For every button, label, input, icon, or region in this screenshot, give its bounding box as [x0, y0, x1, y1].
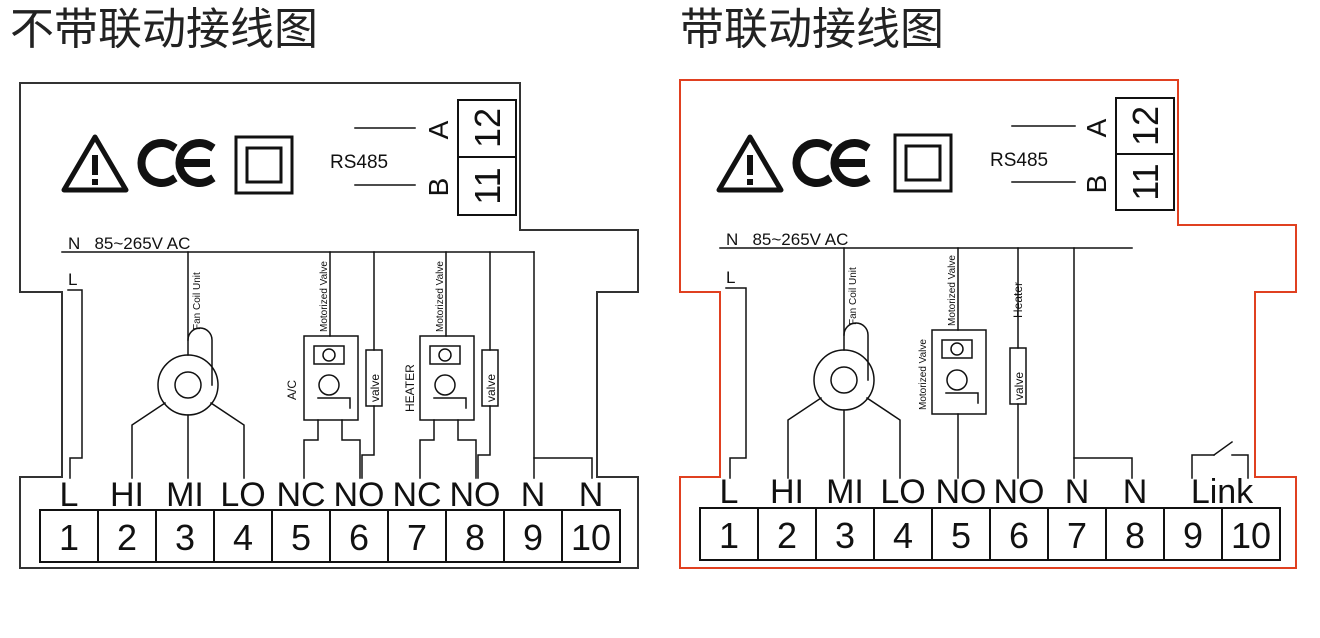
- diagram-left: RS485 A B 12 11 N 85~265V AC L Fan Coil …: [19, 82, 639, 569]
- fan-coil-label: Fan Coil Unit: [848, 267, 859, 325]
- terminal-number: 9: [1183, 515, 1203, 556]
- terminal-number: 10: [571, 517, 611, 558]
- terminal-top-label: HI: [110, 476, 144, 514]
- terminal-top-label: NO: [994, 473, 1045, 511]
- ac-label: A/C: [285, 380, 299, 400]
- ce-mark-icon: [792, 139, 871, 187]
- live-label: L: [726, 268, 735, 287]
- terminal-12: 12: [1125, 106, 1166, 146]
- terminal-number: 5: [951, 515, 971, 556]
- rs485-label: RS485: [990, 150, 1048, 171]
- terminal-top-label: LO: [880, 473, 925, 511]
- double-insulation-icon: [234, 135, 294, 195]
- live-label: L: [68, 270, 77, 289]
- motorized-valve-side-label: Motorized Valve: [918, 339, 929, 410]
- rs485-block-left: RS485 A B 12 11: [330, 99, 517, 216]
- fan-coil-unit-left: [131, 251, 245, 479]
- ce-mark-icon: [137, 139, 216, 187]
- housing-outline-left: [19, 82, 639, 569]
- terminal-number: 10: [1231, 515, 1271, 556]
- ac-motorized-valve-label: Motorized Valve: [319, 261, 330, 332]
- fan-coil-label: Fan Coil Unit: [192, 272, 203, 330]
- terminal-top-label: N: [1065, 473, 1090, 511]
- warning-icon: [716, 134, 784, 193]
- motorized-valve-right: [931, 247, 987, 479]
- terminal-top-label: MI: [826, 473, 864, 511]
- terminal-top-label: MI: [166, 476, 204, 514]
- terminal-top-label: NC: [392, 476, 441, 514]
- power-label: N 85~265V AC: [726, 230, 848, 249]
- terminal-top-label: N: [521, 476, 546, 514]
- terminal-b-label: B: [423, 178, 454, 197]
- motorized-valve-label: Motorized Valve: [947, 255, 958, 326]
- terminal-top-label: NO: [450, 476, 501, 514]
- terminal-top-label: HI: [770, 473, 804, 511]
- double-insulation-icon: [893, 133, 953, 193]
- heater-right: [1009, 247, 1027, 479]
- terminal-top-label: L: [60, 476, 79, 514]
- terminal-top-label-link: Link: [1191, 473, 1254, 511]
- power-label: N 85~265V AC: [68, 234, 190, 253]
- terminal-number: 4: [893, 515, 913, 556]
- terminal-number: 6: [349, 517, 369, 558]
- fan-coil-unit-right: [787, 247, 901, 479]
- warning-icon: [61, 134, 129, 193]
- terminal-number: 1: [719, 515, 739, 556]
- terminal-11: 11: [467, 167, 508, 204]
- terminal-number: 9: [523, 517, 543, 558]
- heater-label: HEATER: [403, 364, 417, 412]
- diagram-right: RS485 A B 12 11 N 85~265V AC L Fan Coil …: [679, 79, 1297, 569]
- terminal-strip-left: L HI MI LO NC NO NC NO N N 1 2 3 4 5 6 7…: [39, 476, 621, 563]
- terminal-strip-right: L HI MI LO NO NO N N Link 1 2 3 4 5 6 7 …: [699, 473, 1281, 561]
- terminal-top-label: NO: [334, 476, 385, 514]
- terminal-number: 8: [1125, 515, 1145, 556]
- diagram-title-right: 带联动接线图: [680, 4, 944, 55]
- terminal-top-label: N: [1123, 473, 1148, 511]
- terminal-number: 3: [175, 517, 195, 558]
- heater-valve-left: [419, 251, 499, 479]
- terminal-number: 2: [117, 517, 137, 558]
- ac-valve-left: [303, 251, 383, 479]
- rs485-label: RS485: [330, 152, 388, 173]
- terminal-a-label: A: [423, 120, 454, 139]
- heater-motorized-valve-label: Motorized Valve: [435, 261, 446, 332]
- terminal-top-label: L: [720, 473, 739, 511]
- terminal-12: 12: [467, 108, 508, 148]
- terminal-number: 7: [407, 517, 427, 558]
- ac-valve-label: valve: [368, 374, 382, 402]
- terminal-a-label: A: [1081, 118, 1112, 137]
- terminal-number: 6: [1009, 515, 1029, 556]
- terminal-number: 8: [465, 517, 485, 558]
- terminal-top-label: NO: [936, 473, 987, 511]
- heater-valve-label: valve: [1012, 372, 1026, 400]
- diagram-title-left: 不带联动接线图: [10, 4, 318, 55]
- terminal-number: 2: [777, 515, 797, 556]
- terminal-number: 3: [835, 515, 855, 556]
- terminal-number: 4: [233, 517, 253, 558]
- terminal-top-label: NC: [276, 476, 325, 514]
- housing-outline-right: [679, 79, 1297, 569]
- terminal-number: 7: [1067, 515, 1087, 556]
- link-switch: [1191, 440, 1249, 479]
- rs485-block-right: RS485 A B 12 11: [990, 97, 1175, 211]
- terminal-top-label: N: [579, 476, 604, 514]
- terminal-top-label: LO: [220, 476, 265, 514]
- terminal-b-label: B: [1081, 175, 1112, 194]
- terminal-number: 5: [291, 517, 311, 558]
- heater-valve-label: valve: [484, 374, 498, 402]
- heater-label: Heater: [1011, 282, 1025, 318]
- terminal-11: 11: [1125, 163, 1166, 200]
- terminal-number: 1: [59, 517, 79, 558]
